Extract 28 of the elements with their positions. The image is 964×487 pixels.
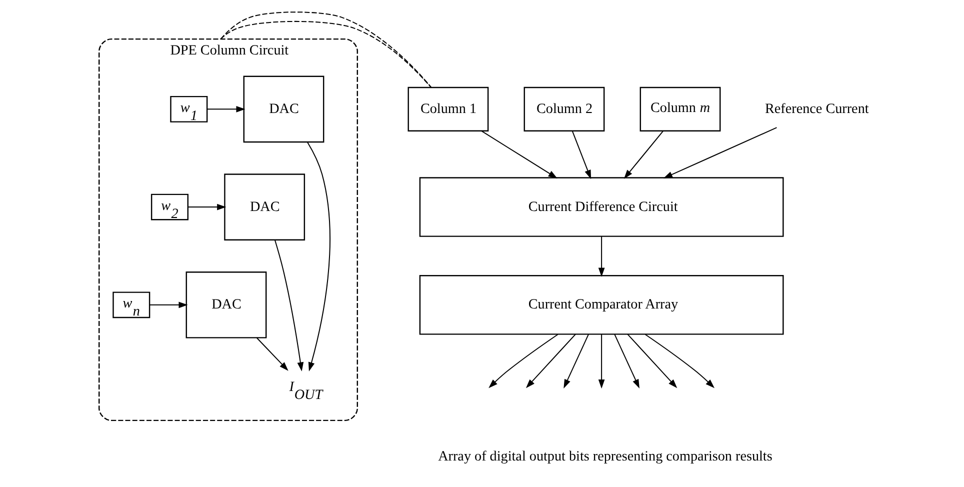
- arrow: [256, 338, 288, 371]
- node-box: Column 1: [407, 86, 488, 132]
- arrow: [623, 130, 664, 179]
- arrow: [206, 106, 245, 112]
- node-box: DAC: [224, 174, 305, 240]
- arrow: [488, 334, 558, 388]
- node-box: DAC: [185, 272, 266, 338]
- node-text: Reference Current: [764, 100, 868, 117]
- arrow: [662, 127, 776, 178]
- arrow: [626, 334, 677, 388]
- arrow: [614, 334, 639, 388]
- arrow: [525, 334, 576, 388]
- arrow: [149, 302, 188, 308]
- arrow: [563, 334, 588, 388]
- node-box: Current Comparator Array: [418, 275, 784, 335]
- node-box: DAC: [242, 76, 324, 143]
- arrow: [306, 142, 330, 372]
- node-box: Column m: [639, 86, 720, 132]
- arrow: [644, 334, 714, 388]
- node-box: Column 2: [523, 86, 604, 132]
- arrow: [480, 130, 557, 178]
- node-box: Current Difference Circuit: [418, 177, 784, 237]
- arrow: [188, 204, 226, 210]
- label: Array of digital output bits representing comparison results: [438, 448, 772, 464]
- arrow: [598, 236, 604, 277]
- arrow: [598, 334, 604, 389]
- arrow: [274, 240, 304, 372]
- arrow: [571, 130, 591, 180]
